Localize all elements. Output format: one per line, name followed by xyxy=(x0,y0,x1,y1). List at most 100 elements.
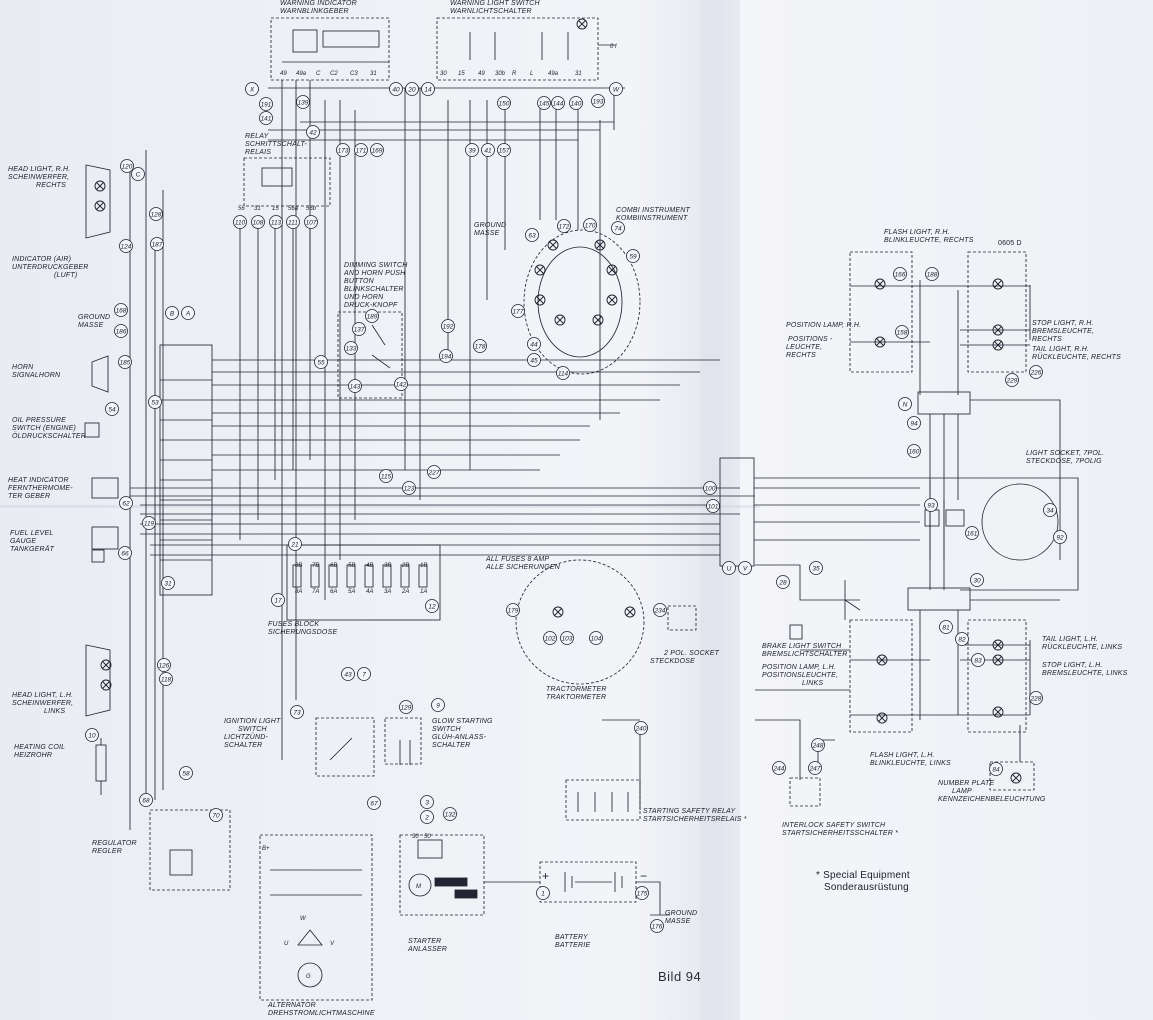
wire-label-73: 73 xyxy=(290,705,304,719)
svg-text:247: 247 xyxy=(809,765,821,772)
svg-text:55: 55 xyxy=(317,359,325,366)
svg-text:58: 58 xyxy=(182,770,190,777)
wire-label-44: 44 xyxy=(527,337,541,351)
svg-text:1B: 1B xyxy=(420,563,427,569)
svg-text:66: 66 xyxy=(121,550,129,557)
svg-text:123: 123 xyxy=(404,485,415,492)
wire-label-139: 139 xyxy=(296,95,310,109)
svg-text:V: V xyxy=(743,565,748,572)
svg-text:115: 115 xyxy=(381,473,392,480)
svg-text:G: G xyxy=(306,974,311,980)
svg-text:7: 7 xyxy=(362,671,366,678)
svg-text:119: 119 xyxy=(144,520,155,527)
svg-text:3A: 3A xyxy=(384,589,391,595)
label-flash-rh: FLASH LIGHT, R.H.BLINKLEUCHTE, RECHTS xyxy=(884,229,974,244)
svg-text:31: 31 xyxy=(164,580,172,587)
svg-text:118: 118 xyxy=(161,676,172,683)
svg-text:3B: 3B xyxy=(384,563,391,569)
svg-text:6B: 6B xyxy=(330,563,337,569)
relay-box xyxy=(243,157,331,207)
svg-text:100: 100 xyxy=(705,485,716,492)
svg-text:150: 150 xyxy=(499,100,510,107)
svg-text:94: 94 xyxy=(910,420,918,427)
svg-text:132: 132 xyxy=(445,811,456,818)
svg-text:240: 240 xyxy=(635,725,647,732)
wire-label-55: 55 xyxy=(314,355,328,369)
svg-text:31: 31 xyxy=(254,206,261,212)
wire-label-173: 173 xyxy=(336,143,350,157)
wire-label-53: 53 xyxy=(148,395,162,409)
svg-text:B: B xyxy=(170,310,175,317)
wire-label-150: 150 xyxy=(497,96,511,110)
wire-label-177: 177 xyxy=(511,304,525,318)
wire-label-14: 14 xyxy=(421,82,435,96)
svg-text:U: U xyxy=(727,565,732,572)
wire-label-W: W xyxy=(609,82,623,96)
svg-text:17: 17 xyxy=(274,597,282,604)
svg-text:7A: 7A xyxy=(312,589,319,595)
svg-text:126: 126 xyxy=(159,662,170,669)
wire-label-68: 68 xyxy=(139,793,153,807)
wire-label-191: 191 xyxy=(259,97,273,111)
svg-text:56b: 56b xyxy=(306,206,317,212)
label-tail-rh: TAIL LIGHT, R.H.RÜCKLEUCHTE, RECHTS xyxy=(1032,346,1121,361)
wire-label-C: C xyxy=(131,167,145,181)
svg-text:2A: 2A xyxy=(401,589,409,595)
wire-label-187: 187 xyxy=(150,237,164,251)
svg-text:83: 83 xyxy=(974,657,982,664)
flash-rh-box xyxy=(849,251,913,373)
ignition-switch-box xyxy=(315,717,375,777)
svg-text:10: 10 xyxy=(88,732,96,739)
alternator-g xyxy=(297,962,323,988)
svg-text:V: V xyxy=(330,941,335,947)
wire-label-39: 39 xyxy=(465,143,479,157)
svg-text:73: 73 xyxy=(293,709,301,716)
wire-label-132: 132 xyxy=(443,807,457,821)
svg-text:X: X xyxy=(249,86,255,93)
svg-text:234: 234 xyxy=(654,607,666,614)
wire-label-58: 58 xyxy=(179,766,193,780)
svg-text:+: + xyxy=(542,869,549,883)
wire-label-166: 166 xyxy=(893,267,907,281)
svg-text:53: 53 xyxy=(151,399,159,406)
starting-relay-box xyxy=(565,779,641,821)
svg-text:189: 189 xyxy=(367,313,378,320)
wire-label-21: 21 xyxy=(288,537,302,551)
svg-text:8A: 8A xyxy=(295,589,302,595)
svg-text:40: 40 xyxy=(392,86,400,93)
svg-text:173: 173 xyxy=(338,147,349,154)
wire-label-247: 247 xyxy=(808,761,822,775)
svg-text:192: 192 xyxy=(443,323,454,330)
wire-label-248: 248 xyxy=(811,738,825,752)
wire-label-2: 2 xyxy=(420,810,434,824)
wire-label-107: 107 xyxy=(304,215,318,229)
svg-text:56a: 56a xyxy=(288,206,299,212)
wire-label-115: 115 xyxy=(379,469,393,483)
svg-text:103: 103 xyxy=(562,635,573,642)
svg-text:W: W xyxy=(300,916,307,922)
svg-text:226: 226 xyxy=(1030,369,1042,376)
wire-label-137: 137 xyxy=(352,322,366,336)
svg-text:141: 141 xyxy=(261,115,272,122)
wire-label-194: 194 xyxy=(439,349,453,363)
svg-text:4A: 4A xyxy=(366,589,373,595)
wire-label-10: 10 xyxy=(85,728,99,742)
wire-label-176: 176 xyxy=(650,919,664,933)
wire-label-N: N xyxy=(898,397,912,411)
svg-text:12: 12 xyxy=(428,603,436,610)
svg-text:15: 15 xyxy=(458,71,465,77)
svg-text:172: 172 xyxy=(559,223,570,230)
svg-text:143: 143 xyxy=(350,383,361,390)
headlight-rh-housing xyxy=(85,164,111,239)
wire-label-59: 59 xyxy=(626,249,640,263)
